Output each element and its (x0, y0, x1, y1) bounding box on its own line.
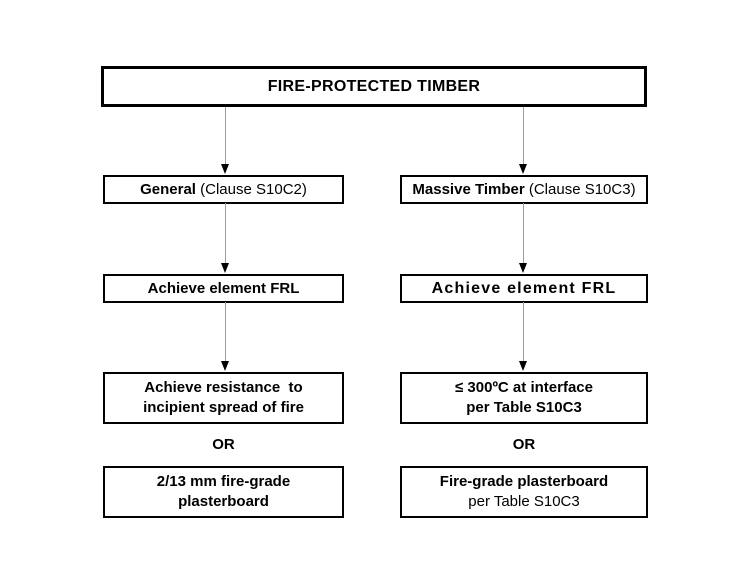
node-title: FIRE-PROTECTED TIMBER (267, 77, 481, 95)
arrow-shaft (224, 203, 226, 263)
node-label-line2: incipient spread of fire (143, 399, 304, 416)
node-fire-grade-plasterboard-general: 2/13 mm fire-grade plasterboard (103, 466, 344, 518)
node-interface-temperature: ≤ 300ºC at interface per Table S10C3 (400, 372, 648, 424)
node-label-line1: ≤ 300ºC at interface (455, 379, 593, 396)
node-label-line1: Fire-grade plasterboard (439, 473, 609, 490)
node-fire-protected-timber: FIRE-PROTECTED TIMBER (101, 66, 647, 107)
arrow-shaft (224, 302, 226, 361)
node-frl-general: Achieve element FRL (103, 274, 344, 303)
node-label: Massive Timber (Clause S10C3) (412, 180, 635, 200)
clause-ref: (Clause S10C3) (524, 180, 636, 198)
or-label-massive-timber: OR (512, 436, 536, 453)
node-label: Achieve element FRL (431, 279, 617, 297)
arrowhead-icon (220, 164, 229, 174)
node-frl-massive-timber: Achieve element FRL (400, 274, 648, 303)
arrowhead-icon (220, 263, 229, 273)
node-label-line2: per Table S10C3 (466, 399, 582, 416)
arrow-shaft (522, 107, 524, 164)
clause-name: General (140, 180, 196, 198)
node-label-line2: per Table S10C3 (468, 493, 580, 510)
node-label: Achieve element FRL (147, 279, 300, 297)
node-label-line1: Achieve resistance to (144, 379, 303, 396)
node-general-clause: General (Clause S10C2) (103, 175, 344, 204)
node-fire-grade-plasterboard-massive: Fire-grade plasterboard per Table S10C3 (400, 466, 648, 518)
arrow-shaft (224, 107, 226, 164)
node-label: General (Clause S10C2) (140, 180, 307, 200)
arrow-shaft (522, 302, 524, 361)
arrowhead-icon (518, 164, 527, 174)
or-label-general: OR (212, 436, 235, 453)
node-massive-timber-clause: Massive Timber (Clause S10C3) (400, 175, 648, 204)
arrowhead-icon (518, 263, 527, 273)
arrowhead-icon (220, 361, 229, 371)
node-incipient-spread: Achieve resistance to incipient spread o… (103, 372, 344, 424)
node-label-line2: plasterboard (178, 493, 269, 510)
arrow-shaft (522, 203, 524, 263)
node-label-line1: 2/13 mm fire-grade (156, 473, 291, 490)
arrowhead-icon (518, 361, 527, 371)
clause-ref: (Clause S10C2) (195, 180, 307, 198)
clause-name: Massive Timber (412, 180, 525, 198)
